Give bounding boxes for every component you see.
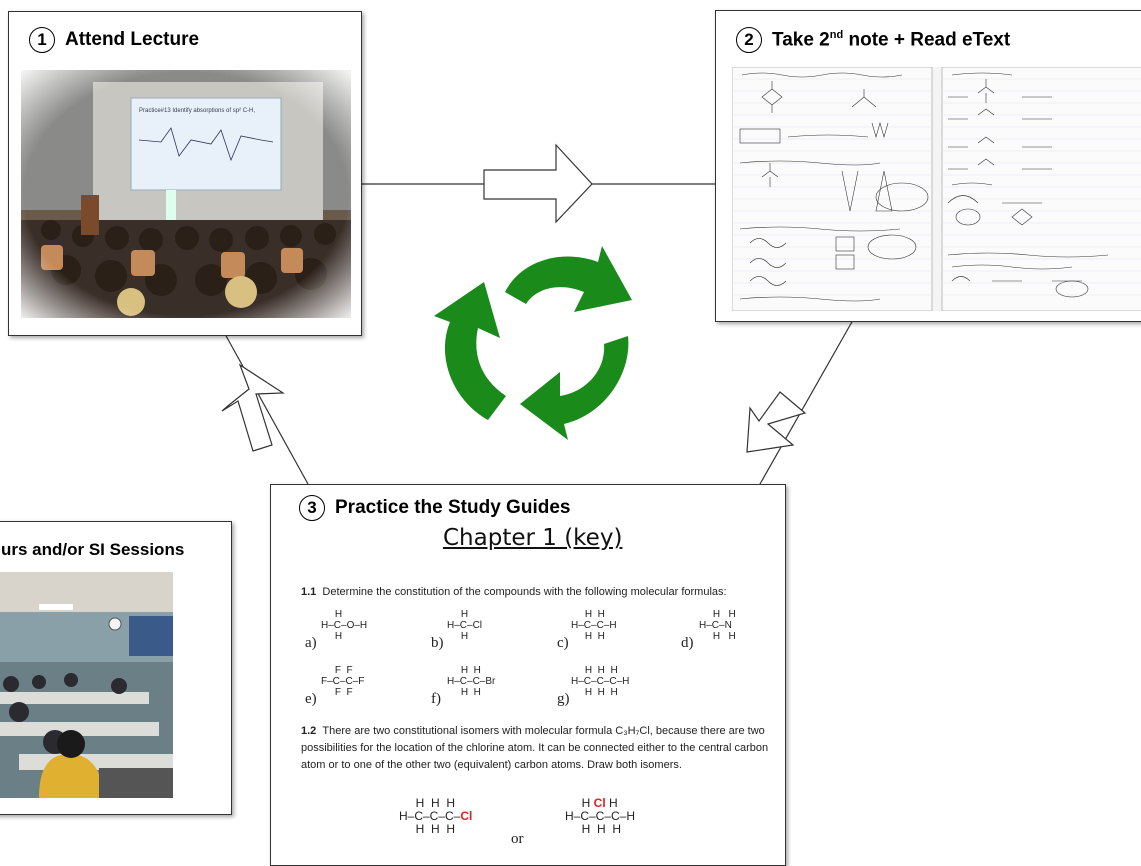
question-1-2: 1.2 There are two constitutional isomers… (301, 725, 769, 771)
structure-c: H H H–C–C–H H H (571, 609, 617, 642)
step-title-text: Take 2nd note + Read eText (772, 28, 1011, 51)
connector-line-2-3 (759, 319, 854, 485)
option-e-label: e) (305, 691, 317, 707)
guide-heading: Chapter 1 (key) (443, 525, 623, 551)
step-title: 2 Take 2nd note + Read eText (736, 27, 1010, 53)
question-1-1: 1.1 Determine the constitution of the co… (301, 586, 727, 598)
arrow-up-left-icon (221, 363, 285, 452)
step-title: 1 Attend Lecture (29, 27, 199, 53)
structure-e: F F F–C–C–F F F (321, 665, 365, 698)
step-card-take-notes: 2 Take 2nd note + Read eText (715, 10, 1141, 322)
arrow-right-icon (483, 143, 593, 224)
structure-f: H H H–C–C–Br H H (447, 665, 496, 698)
step-number-badge: 2 (736, 27, 762, 53)
option-a-label: a) (305, 635, 317, 651)
option-g-label: g) (557, 691, 570, 707)
step-title-text: Attend Lecture (65, 29, 200, 50)
step-number-badge: 1 (29, 27, 55, 53)
option-d-label: d) (681, 635, 694, 651)
option-f-label: f) (431, 691, 441, 707)
arrow-down-left-icon (746, 391, 807, 453)
step-card-attend-lecture: 1 Attend Lecture Practice#13 Identify ab… (8, 11, 362, 336)
isomer-1: H H H H–C–C–C–Cl H H H (399, 796, 473, 836)
structure-d: H H H–C–N H H (699, 609, 736, 642)
option-c-label: c) (557, 635, 569, 651)
isomer-2: H Cl H H–C–C–C–H H H H (565, 796, 636, 836)
option-b-label: b) (431, 635, 444, 651)
structure-a: H H–C–O–H H (321, 609, 368, 642)
structure-g: H H H H–C–C–C–H H H H (571, 665, 630, 698)
step-title-text: Practice the Study Guides (335, 497, 571, 518)
step-title: 3 Practice the Study Guides (299, 495, 570, 521)
lecture-hall-photo: Practice#13 Identify absorptions of sp² … (21, 70, 351, 318)
connector-line-3-1 (224, 333, 309, 485)
si-session-photo (0, 572, 173, 798)
step-card-study-guides: 3 Practice the Study Guides Chapter 1 (k… (270, 484, 786, 866)
step-title: urs and/or SI Sessions (1, 540, 184, 560)
step-title-text: urs and/or SI Sessions (1, 540, 185, 559)
recycle-icon (434, 246, 632, 440)
step-card-si-sessions: urs and/or SI Sessions (0, 521, 232, 815)
handwritten-notes-image (732, 67, 1141, 311)
step-number-badge: 3 (299, 495, 325, 521)
or-text: or (511, 831, 524, 847)
structure-b: H H–C–Cl H (447, 609, 483, 642)
